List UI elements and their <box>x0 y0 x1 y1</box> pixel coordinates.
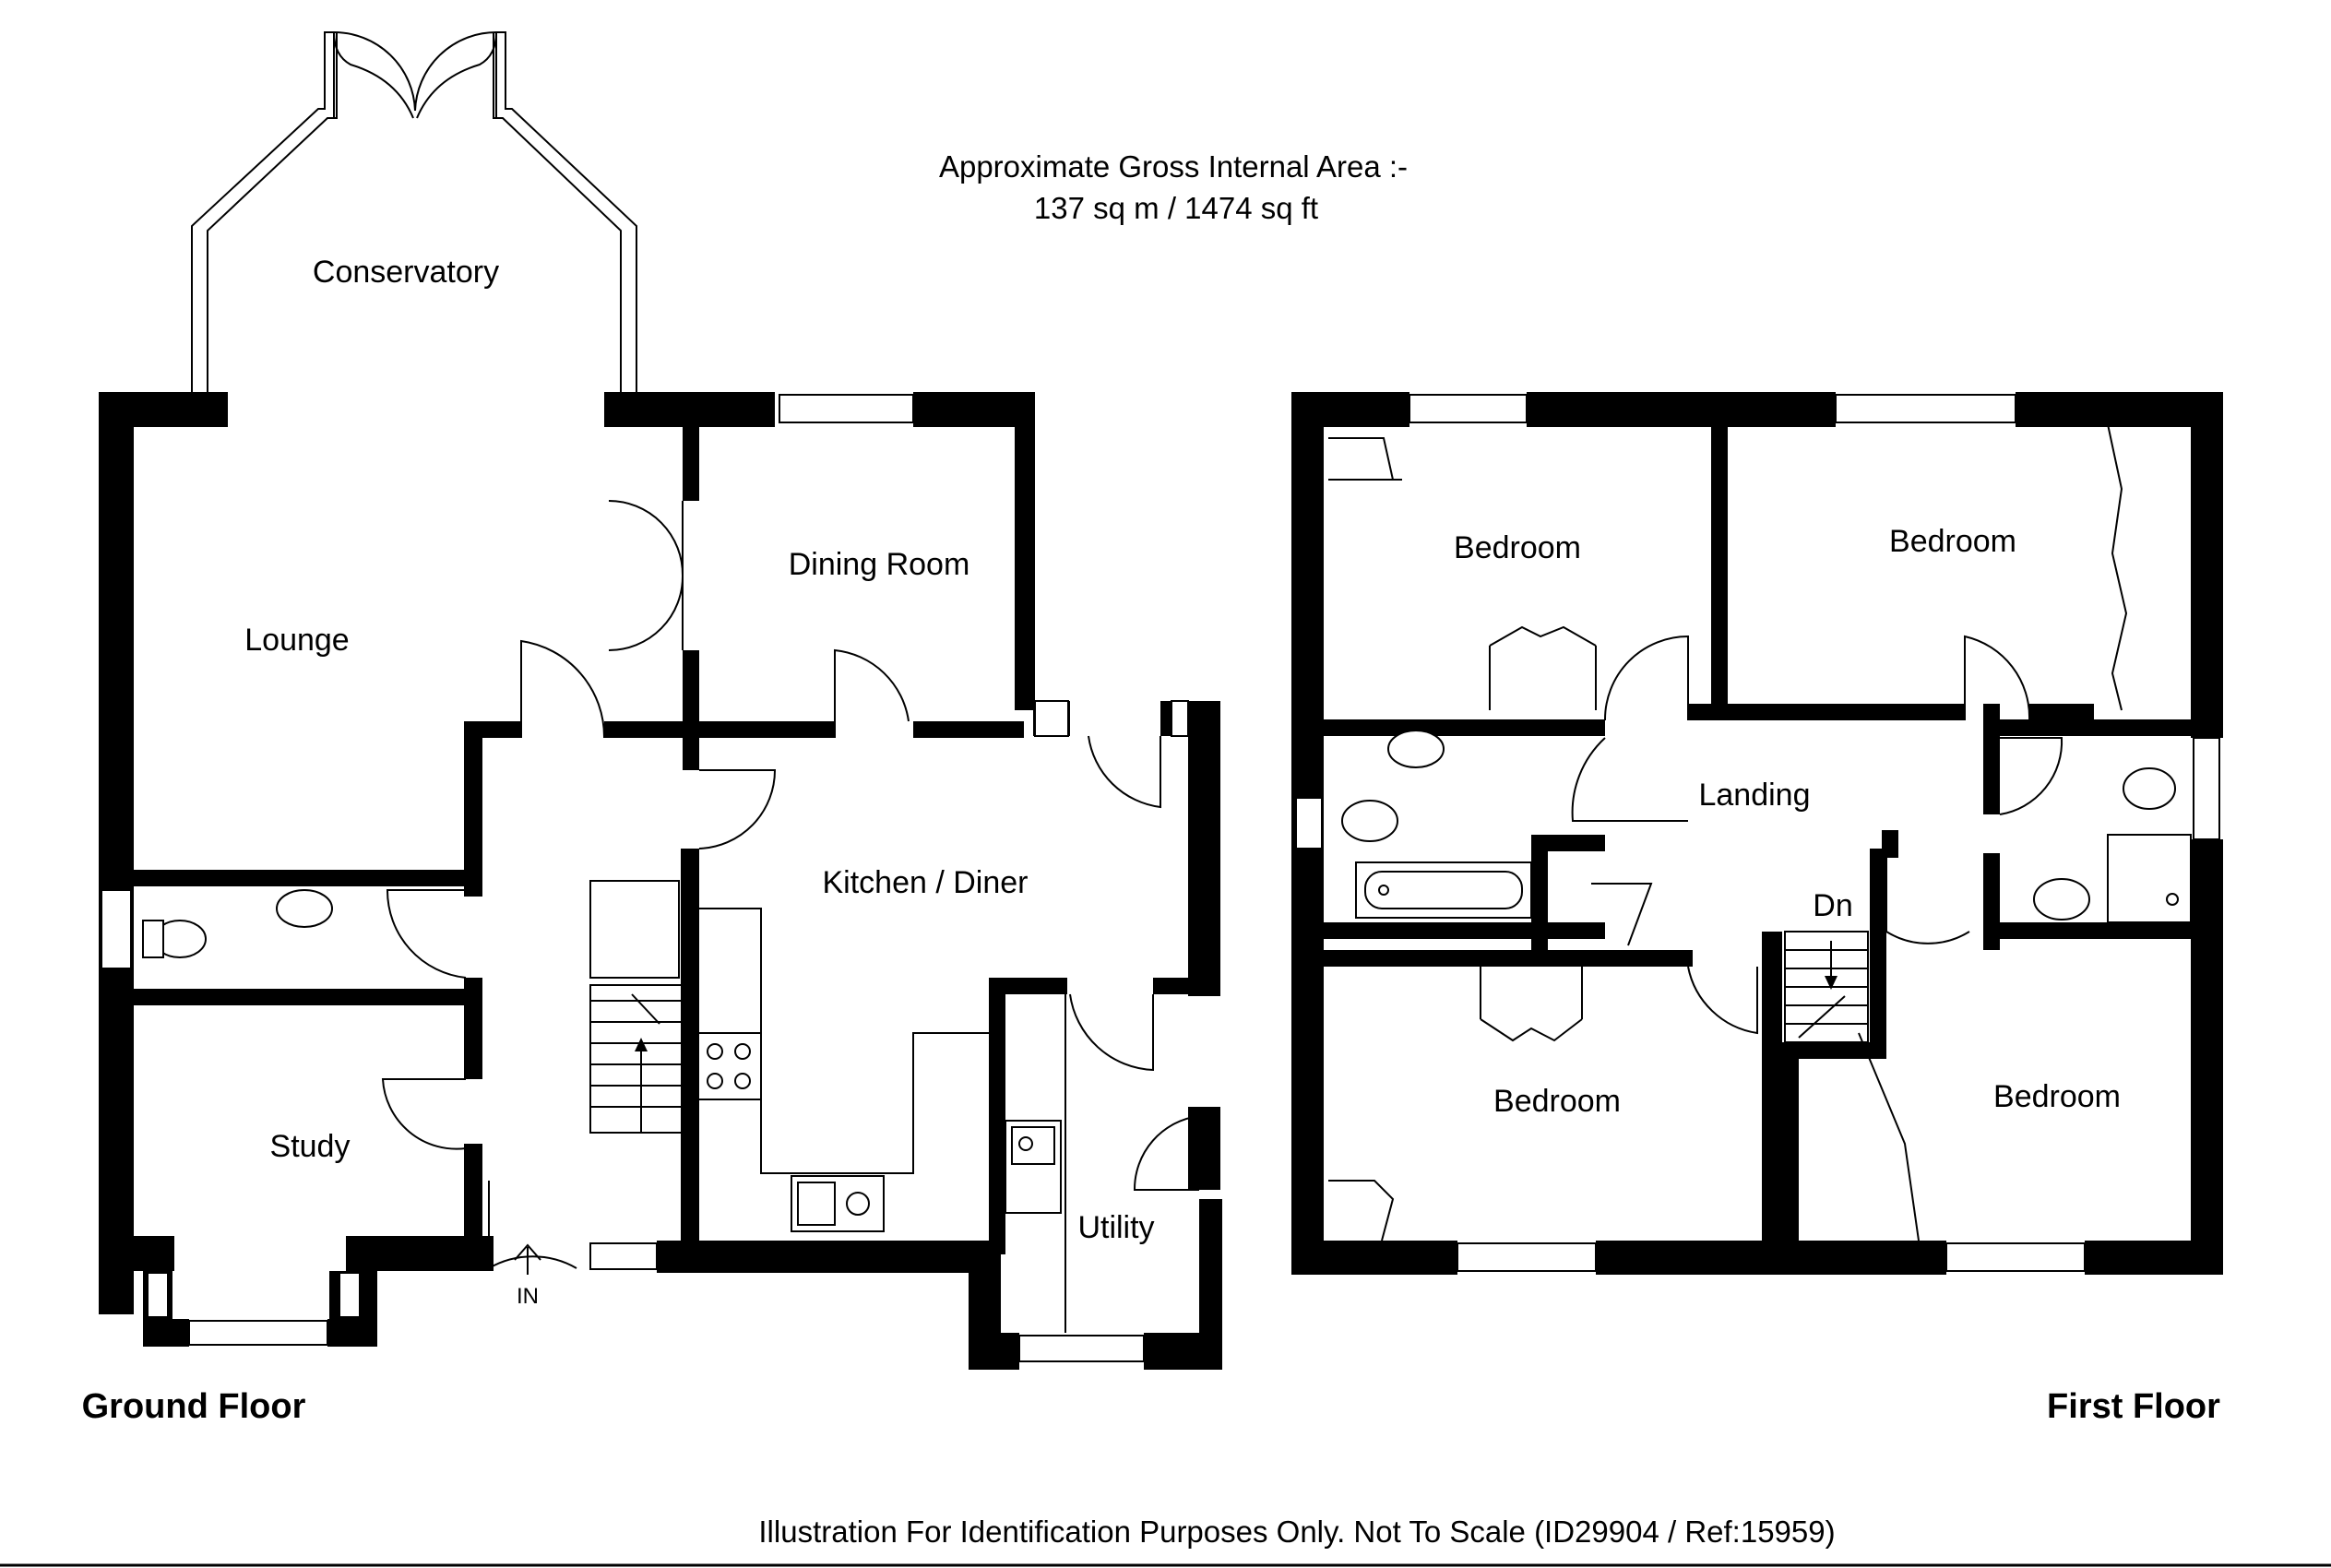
conservatory-glazing <box>191 31 637 392</box>
room-label-bedroom-1: Bedroom <box>1454 530 1581 565</box>
entrance-label: IN <box>517 1284 539 1309</box>
first-floor-inner-walls <box>1296 427 2191 1241</box>
ground-floor-walls <box>99 392 1222 1370</box>
room-label-bedroom-4: Bedroom <box>1993 1079 2121 1114</box>
first-floor-stairs <box>1784 931 1869 1043</box>
room-label-bedroom-3: Bedroom <box>1493 1084 1621 1119</box>
first-floor-doors <box>1328 423 2128 1241</box>
footer-disclaimer: Illustration For Identification Purposes… <box>758 1515 1835 1549</box>
room-label-landing: Landing <box>1698 778 1810 813</box>
room-label-lounge: Lounge <box>244 623 349 658</box>
ground-floor-doors <box>381 500 1200 1270</box>
room-label-conservatory: Conservatory <box>313 255 499 290</box>
room-label-bedroom-2: Bedroom <box>1889 524 2016 559</box>
ground-floor-stairs <box>589 984 684 1134</box>
entrance-arrow-icon <box>514 1243 541 1275</box>
first-floor-bathroom-fittings <box>1341 730 2192 923</box>
ground-floor-plan <box>99 31 1222 1370</box>
room-label-utility: Utility <box>1077 1210 1154 1245</box>
plan-labels: Approximate Gross Internal Area :- 137 s… <box>82 149 2221 1549</box>
area-label-line2: 137 sq m / 1474 sq ft <box>1034 191 1318 225</box>
first-floor-title: First Floor <box>2047 1387 2220 1426</box>
first-floor-plan <box>1291 392 2223 1275</box>
stairs-down-label: Dn <box>1813 888 1852 923</box>
area-label-line1: Approximate Gross Internal Area :- <box>939 149 1408 184</box>
ground-floor-windows <box>101 394 1189 1362</box>
ground-floor-title: Ground Floor <box>82 1387 306 1426</box>
room-label-study: Study <box>270 1129 351 1164</box>
first-floor-windows <box>1295 394 2220 1272</box>
ground-wc-fittings <box>142 889 333 958</box>
room-label-dining-room: Dining Room <box>789 547 970 582</box>
room-label-kitchen-diner: Kitchen / Diner <box>823 865 1029 900</box>
first-floor-walls <box>1291 392 2223 1275</box>
kitchen-fittings <box>697 908 1066 1333</box>
